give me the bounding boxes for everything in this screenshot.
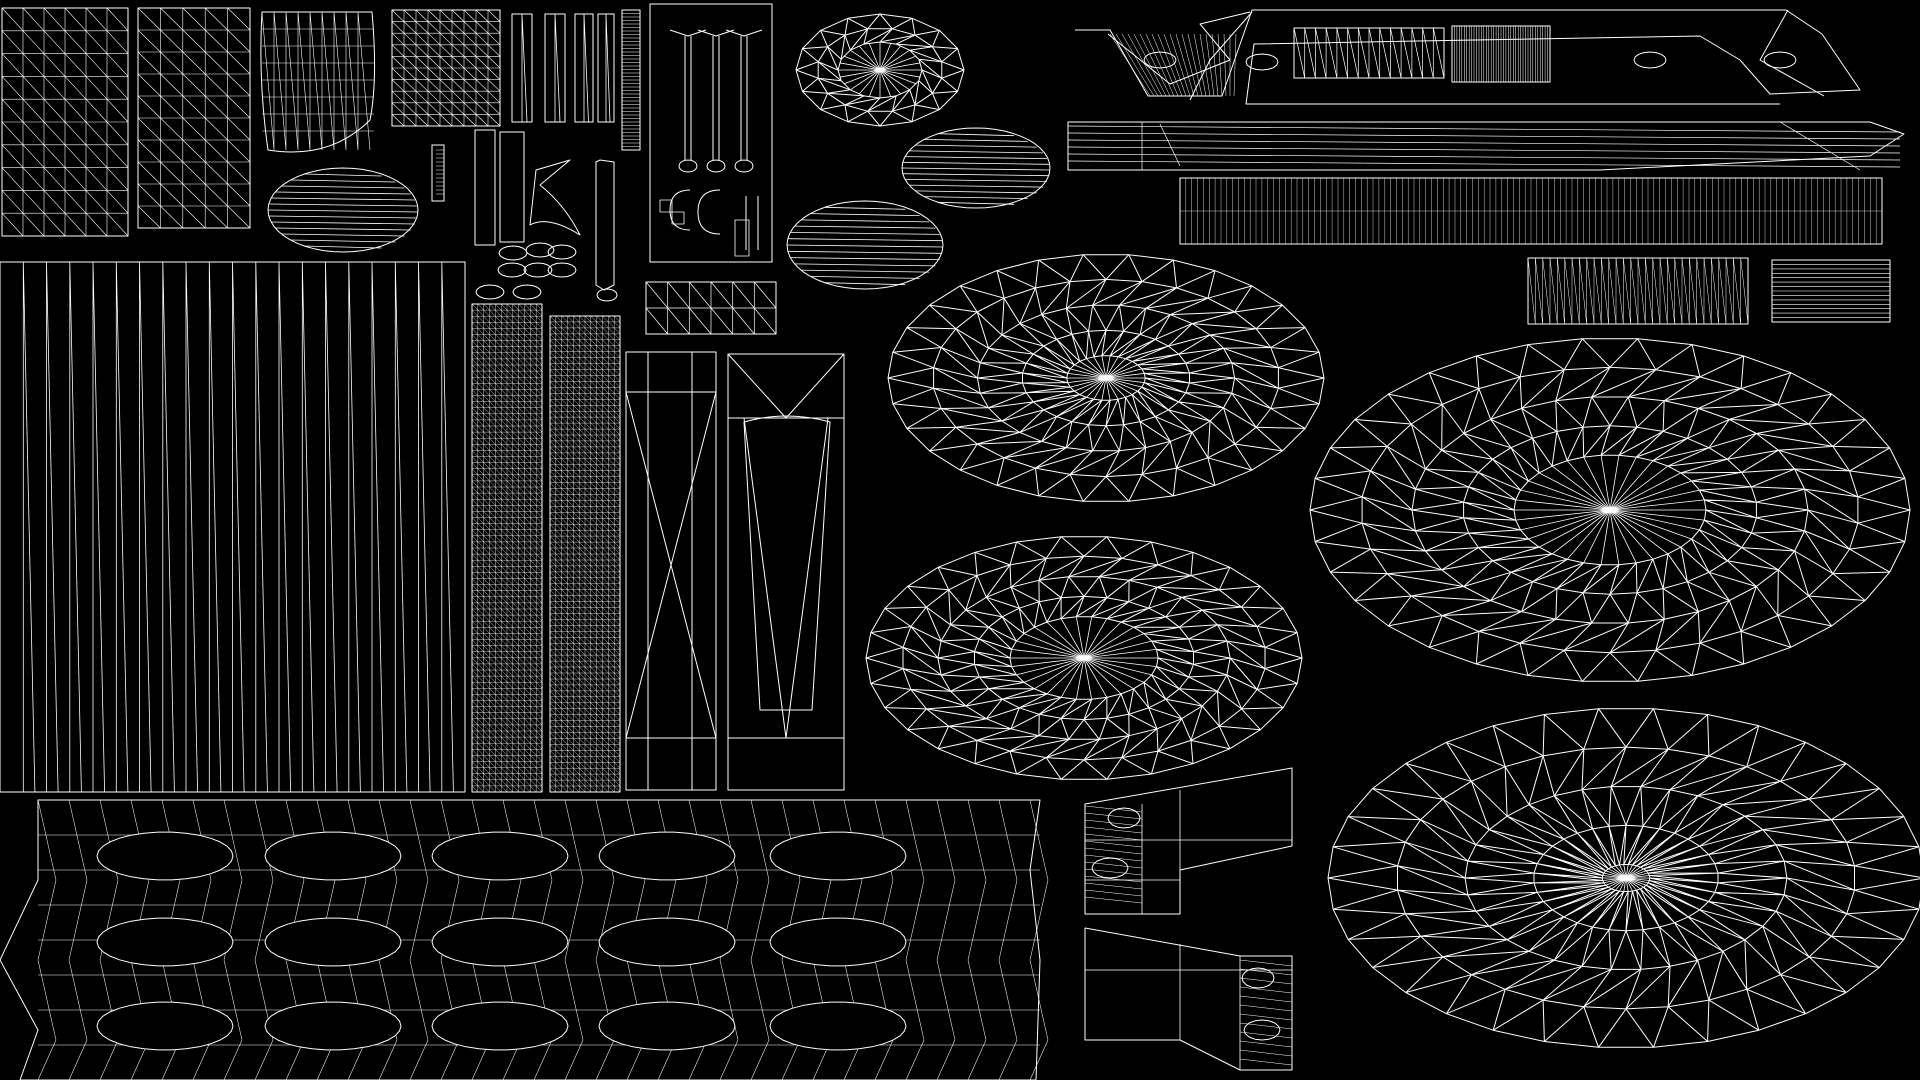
- shell-strip-5: [621, 9, 641, 151]
- shell-perforated-sheet: [0, 799, 1049, 1080]
- shell-tall-striped-panel: [0, 261, 466, 793]
- shell-top-frame: [1075, 9, 1861, 105]
- uv-shells: [0, 3, 1920, 1080]
- shell-disk-large-c: [1309, 338, 1911, 682]
- shell-block-a: [1, 7, 129, 237]
- shell-strip-2: [544, 13, 566, 123]
- shell-right-small-1: [1527, 257, 1749, 325]
- shell-tall-pillar-2: [727, 353, 845, 791]
- shell-right-small-2: [1771, 259, 1891, 323]
- shell-bracket-lower: [1084, 927, 1293, 1071]
- shell-top-frame-inner-b: [1451, 25, 1551, 83]
- shell-disk-large-b: [865, 536, 1303, 780]
- shell-disk-large-d: [1327, 708, 1920, 1048]
- shell-tall-pillar-1: [625, 351, 717, 791]
- shell-block-d: [391, 9, 501, 127]
- shell-ellipse-small-3: [786, 200, 944, 290]
- shell-pins-frame: [649, 3, 773, 263]
- shell-tall-dense-1: [471, 303, 543, 793]
- shell-top-frame-inner-a: [1293, 27, 1445, 79]
- shell-disk-small-top: [795, 13, 965, 127]
- shell-wide-strip: [1179, 177, 1883, 245]
- shell-strip-1: [511, 13, 533, 123]
- shell-bracket-upper: [1084, 767, 1293, 915]
- shell-disk-large-a: [887, 254, 1325, 502]
- shell-block-c: [260, 11, 376, 153]
- shell-ellipse-small-2: [901, 127, 1051, 209]
- shell-small-rect: [645, 281, 777, 335]
- shell-long-bar: [1067, 121, 1905, 171]
- shell-block-b: [137, 7, 251, 229]
- shell-strip-4: [597, 13, 615, 123]
- shell-strip-3: [574, 13, 594, 123]
- shell-small-parts: [431, 129, 618, 302]
- shell-tall-dense-2: [549, 315, 621, 793]
- shell-ellipse-small-1: [267, 167, 419, 253]
